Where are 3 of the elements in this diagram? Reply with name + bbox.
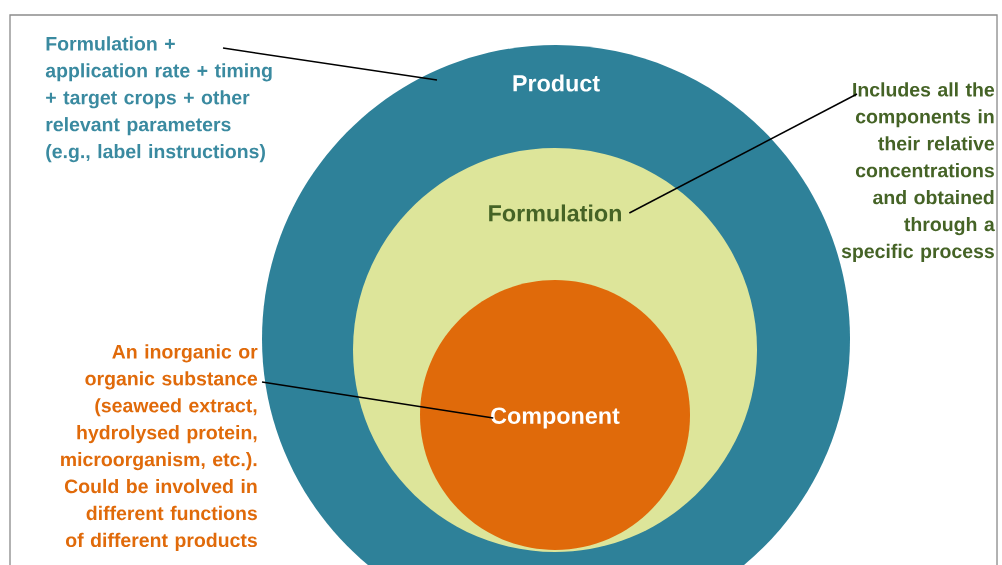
note-text: An inorganic or organic substance (seaweed extract, hydrolysed protein, microorganism, etc.). Could be involved in different functions of different products xyxy=(61,344,258,551)
leader-line xyxy=(222,47,438,81)
leader-line xyxy=(628,93,858,214)
